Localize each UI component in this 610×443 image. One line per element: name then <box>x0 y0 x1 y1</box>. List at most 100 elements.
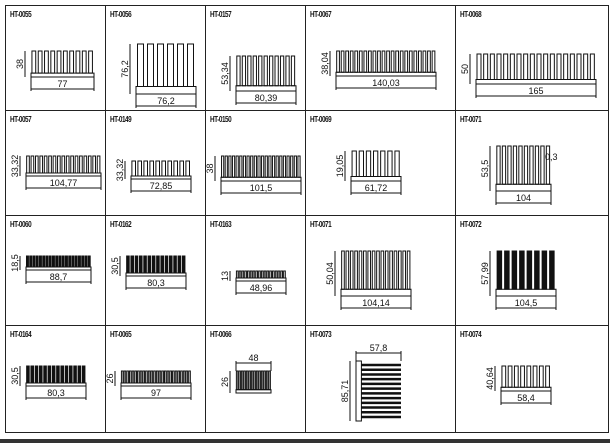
width-label: 104,77 <box>50 178 78 188</box>
width-label: 140,03 <box>372 78 400 88</box>
heatsink-profile-drawing: 165 50 <box>460 53 597 98</box>
heatsink-profile-drawing: 72,85 33,32 <box>115 159 192 193</box>
width-label: 80,3 <box>47 388 65 398</box>
height-label: 53,5 <box>480 160 490 178</box>
profile-code: HT-0069 <box>310 115 332 124</box>
height-label: 26 <box>105 373 115 383</box>
profile-code: HT-0074 <box>460 330 482 339</box>
profile-code: HT-0067 <box>310 10 332 19</box>
width-label: 61,72 <box>365 183 388 193</box>
profile-cell: HT-0067 140,03 38,04 <box>305 5 456 111</box>
profile-cell: HT-0074 58,4 40,64 <box>455 325 609 433</box>
heatsink-profile-drawing: 101,538 <box>205 155 302 195</box>
heatsink-profile <box>125 255 187 277</box>
profile-cell: HT-0060 88,7 18,5 <box>5 215 106 326</box>
width-label: 48 <box>248 353 258 363</box>
heatsink-profile-drawing: 97 26 <box>105 370 192 400</box>
heatsink-profile <box>355 360 401 422</box>
profile-code: HT-0071 <box>310 220 332 229</box>
height-label: 18,5 <box>10 254 20 272</box>
heatsink-profile <box>340 250 412 297</box>
profile-code: HT-0149 <box>110 115 132 124</box>
profile-code: HT-0056 <box>110 10 132 19</box>
heatsink-profile <box>475 53 597 85</box>
heatsink-profile <box>495 145 552 192</box>
height-label: 50,04 <box>325 262 335 285</box>
profile-code: HT-0164 <box>10 330 32 339</box>
height-label: 76,2 <box>120 60 130 78</box>
width-label: 77 <box>57 79 67 89</box>
profile-code: HT-0066 <box>210 330 232 339</box>
profile-code: HT-0150 <box>210 115 232 124</box>
width-label: 104,14 <box>362 298 390 308</box>
heatsink-profile-drawing: 48,96 13 <box>220 270 287 295</box>
heatsink-profile <box>220 155 302 182</box>
heatsink-profile <box>350 150 402 182</box>
height-label: 33,32 <box>115 159 125 182</box>
height-label: 40,64 <box>485 367 495 390</box>
profile-code: HT-0065 <box>110 330 132 339</box>
height-label: 26 <box>220 377 230 387</box>
heatsink-profile <box>120 370 192 387</box>
profile-cell: HT-0065 97 26 <box>105 325 206 433</box>
heatsink-profile-drawing: 104,14 50,04 <box>325 250 412 310</box>
width-label: 80,3 <box>147 278 165 288</box>
heatsink-profile-drawing: 88,7 18,5 <box>10 254 92 284</box>
heatsink-profile <box>30 50 95 78</box>
heatsink-profile <box>235 270 287 282</box>
height-label: 30,5 <box>10 367 20 385</box>
profile-cell: HT-0055 77 38 <box>5 5 106 111</box>
width-label: 88,7 <box>50 272 68 282</box>
width-label: 58,4 <box>517 393 535 403</box>
profile-cell: HT-0056 76,2 76,2 <box>105 5 206 111</box>
heatsink-profile <box>235 370 272 394</box>
width-label: 57,8 <box>370 343 388 353</box>
profile-cell: HT-0069 61,72 19,05 <box>305 110 456 216</box>
profile-cell: HT-0149 72,85 33,32 <box>105 110 206 216</box>
height-label: 19,05 <box>335 155 345 178</box>
profile-code: HT-0071 <box>460 115 482 124</box>
heatsink-profile-drawing: 57,8 85,71 <box>340 343 402 422</box>
height-label: 50 <box>460 64 470 74</box>
heatsink-profile-drawing: 104,557,99 <box>480 250 557 310</box>
heatsink-profile <box>495 250 557 297</box>
heatsink-profile <box>130 160 192 180</box>
heatsink-profile-drawing: 80,330,5 <box>110 255 187 290</box>
height-label: 38 <box>15 59 25 69</box>
height-label: 57,99 <box>480 262 490 285</box>
profile-cell: HT-0071 104,14 50,04 <box>305 215 456 326</box>
profile-cell: HT-0164 80,3 30,5 <box>5 325 106 433</box>
heatsink-profile-drawing: 80,3 30,5 <box>10 365 87 400</box>
profile-code: HT-0060 <box>10 220 32 229</box>
profile-code: HT-0055 <box>10 10 32 19</box>
width-label: 72,85 <box>150 181 173 191</box>
heatsink-profile-drawing: 61,72 19,05 <box>335 150 402 195</box>
width-label: 80,39 <box>255 93 278 103</box>
width-label: 104 <box>516 193 531 203</box>
height-label: 13 <box>220 271 230 281</box>
heatsink-profile-drawing: 140,03 38,04 <box>320 50 437 90</box>
height-label: 38 <box>205 163 215 173</box>
height-label: 38,04 <box>320 52 330 75</box>
height-label: 85,71 <box>340 380 350 403</box>
heatsink-profile <box>500 365 552 392</box>
width-label: 48,96 <box>250 283 273 293</box>
heatsink-profile-drawing: 76,2 76,2 <box>120 43 197 108</box>
width-label: 76,2 <box>157 96 175 106</box>
width-label: 97 <box>151 388 161 398</box>
width-label: 165 <box>528 86 543 96</box>
profile-code: HT-0157 <box>210 10 232 19</box>
heatsink-profile <box>25 155 102 177</box>
heatsink-profile <box>25 255 92 271</box>
